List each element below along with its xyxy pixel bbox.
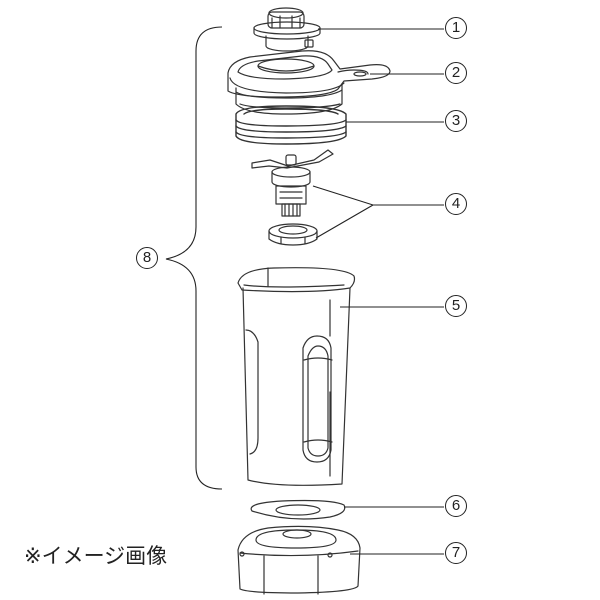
base-gasket-illustration: [250, 499, 346, 520]
callout-6: 6: [445, 495, 467, 517]
callout-4: 4: [445, 193, 467, 215]
lid-illustration: [227, 50, 391, 115]
leader-lines: [165, 26, 444, 555]
callout-5: 5: [445, 295, 467, 317]
base-illustration: [237, 525, 361, 595]
leader-line-4a: [312, 185, 444, 206]
callout-1: 1: [445, 17, 467, 39]
blade-nut-illustration: [268, 223, 318, 246]
callout-2: 2: [445, 62, 467, 84]
bracket-8: [165, 26, 223, 490]
callout-8: 8: [136, 247, 158, 269]
callout-7: 7: [445, 542, 467, 564]
image-disclaimer-note: ※イメージ画像: [24, 544, 168, 568]
lid-gasket-illustration: [235, 105, 347, 145]
lid-cap-illustration: [253, 7, 321, 52]
callout-3: 3: [445, 110, 467, 132]
container-jar-illustration: [237, 267, 356, 486]
blade-assembly-illustration: [251, 149, 334, 217]
leader-line-4b: [315, 204, 374, 239]
